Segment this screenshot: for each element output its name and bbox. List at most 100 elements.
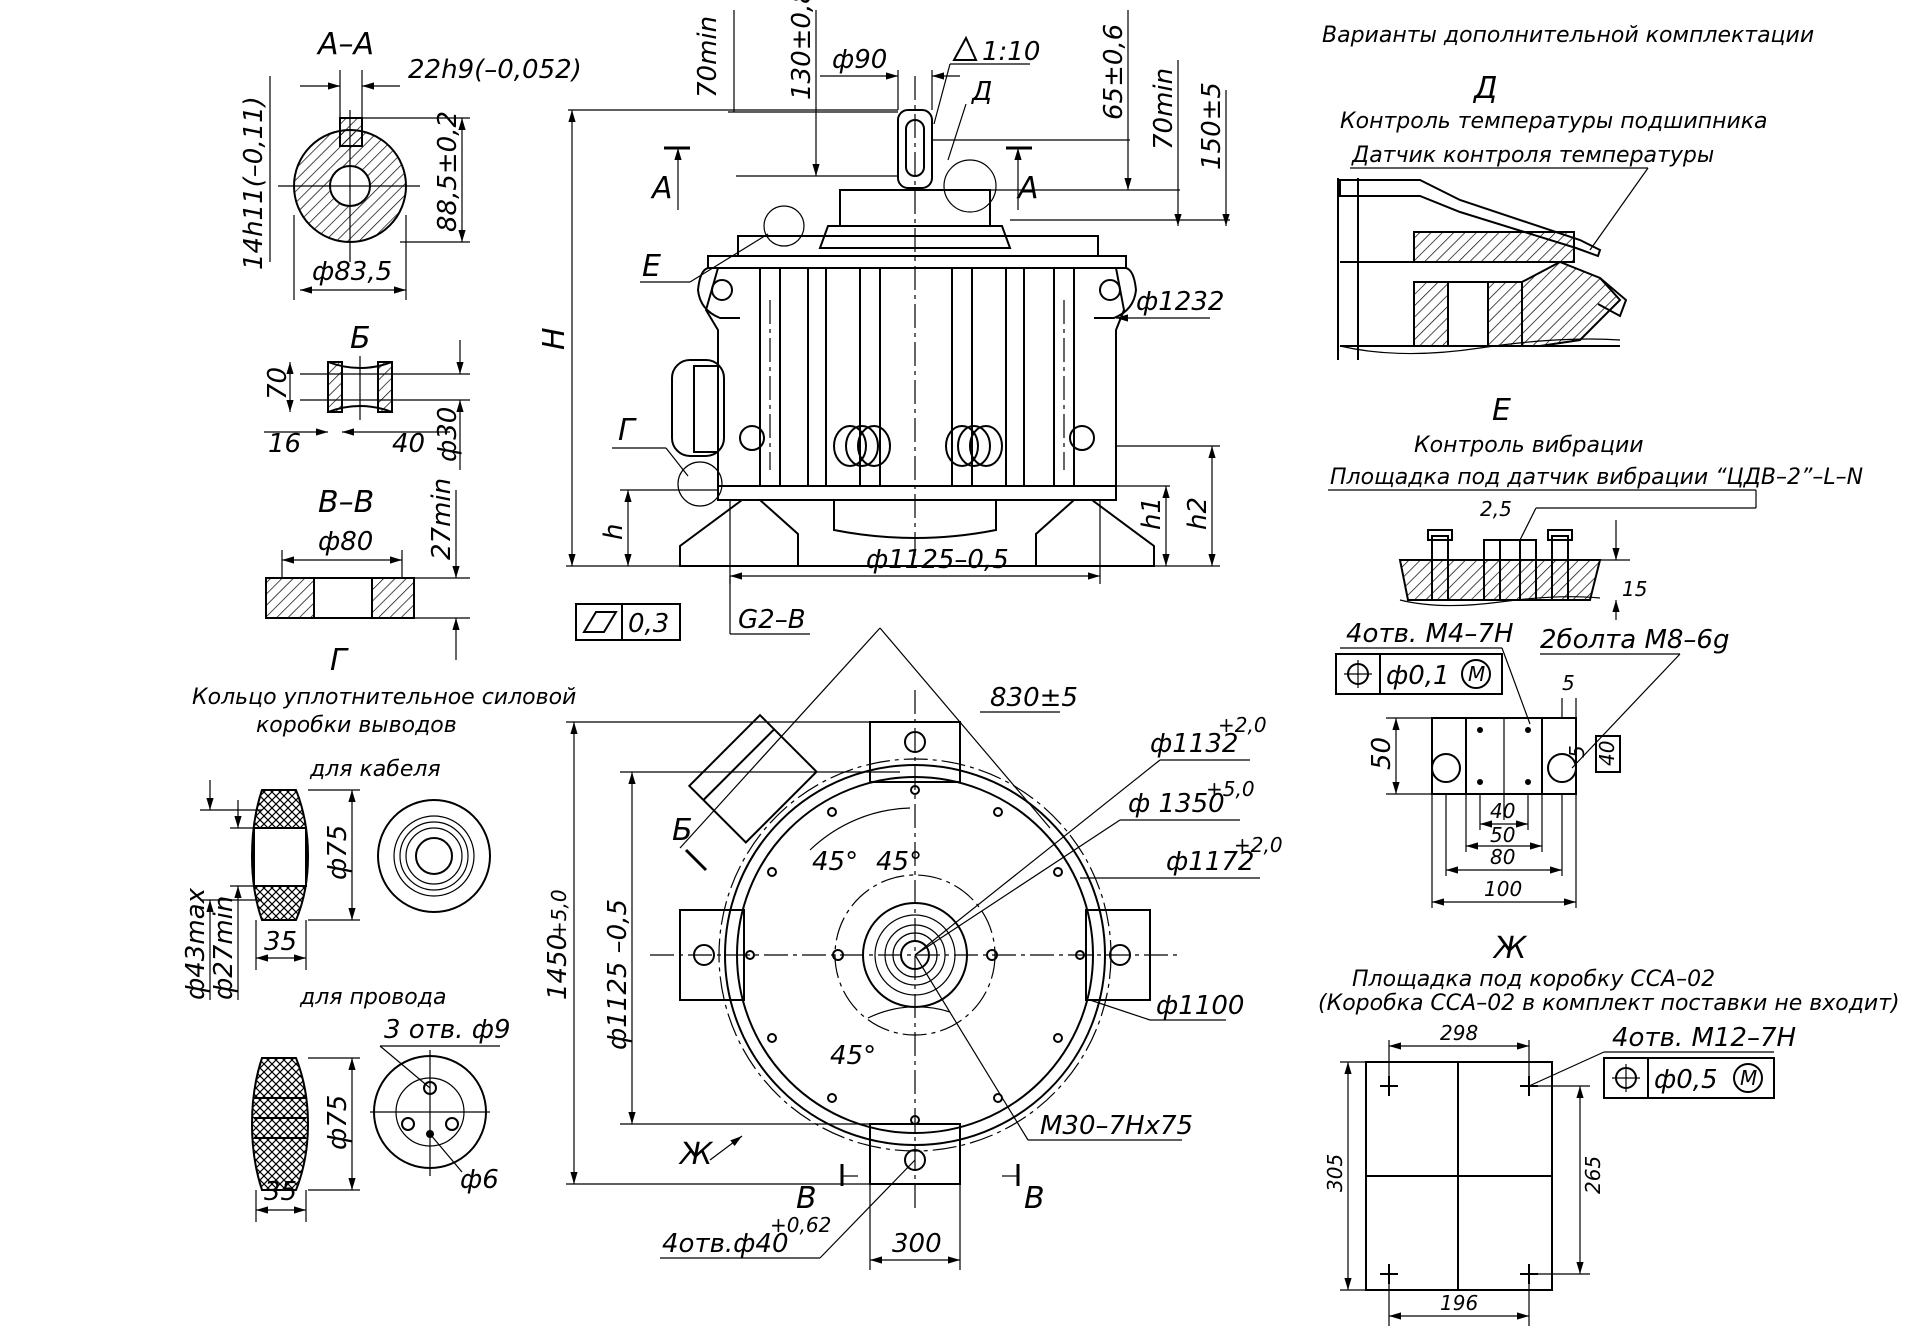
b-dim-70: 70 [263, 367, 293, 400]
holes40-tol: +0,62 [770, 1213, 831, 1237]
terminal-box [671, 359, 725, 457]
tol-05-value: ф0,5 [1654, 1065, 1718, 1095]
bearing-title: Контроль температуры подшипника [1340, 109, 1768, 134]
h2-dim: h2 [1183, 497, 1213, 530]
ring-title-2: коробки выводов [256, 713, 457, 738]
key-depth-dim: 88,5±0,2 [433, 111, 463, 232]
m-symbol-1: M [1468, 662, 1485, 686]
ring-d27: ф27min [209, 896, 239, 1000]
d1350-dim: ф 1350 [1128, 789, 1225, 819]
section-a-left: А [650, 171, 673, 206]
d1172-tol: +2,0 [1234, 833, 1283, 857]
dim-50b: 50 [1490, 823, 1515, 847]
bearing-detail [1337, 178, 1628, 360]
front-view: 70min 130±0,8 ф90 1:10 Д 65±0,6 70min 15… [537, 0, 1230, 641]
dim-196: 196 [1440, 1291, 1478, 1315]
d1125-plan-dim: ф1125 –0,5 [603, 899, 633, 1050]
plan-v-left: В [796, 1181, 817, 1216]
detail-d-title: Д [1472, 71, 1497, 106]
ring-wire-label: для провода [299, 985, 446, 1010]
m30-dim: M30–7Hx75 [1040, 1111, 1193, 1141]
detail-e-title: Е [1492, 393, 1511, 428]
section-a-right: А [1016, 171, 1039, 206]
dim-50-vert: 50 [1367, 737, 1397, 770]
ring-section: Г Кольцо уплотнительное силовой коробки … [181, 643, 576, 1222]
spring-right [945, 425, 1003, 467]
d1450-tol: +5,0 [547, 889, 571, 938]
dim-298: 298 [1440, 1021, 1478, 1045]
ring-cable-label: для кабеля [309, 757, 441, 782]
vibration-pad-label: Площадка под датчик вибрации “ЦДВ–2”–L–N [1330, 465, 1863, 490]
d1100-dim: ф1100 [1156, 991, 1244, 1021]
ring-letter: Г [330, 643, 349, 678]
plan-view: 830±5 ф1132 +2,0 ф 1350 +5,0 ф1172 +2,0 … [543, 627, 1283, 1270]
dim-2-5: 2,5 [1480, 497, 1512, 521]
holes40-dim: 4отв.ф40 [662, 1229, 789, 1259]
ring-w35-wire: 35 [264, 1177, 297, 1207]
section-vv: В–В ф80 27min [265, 478, 470, 660]
dim-100: 100 [1484, 877, 1522, 901]
detail-zh-title: Ж [1492, 931, 1528, 966]
flange-bolts [745, 785, 1085, 1125]
d1132-dim: ф1132 [1150, 729, 1238, 759]
h150-dim: 150±5 [1197, 82, 1227, 170]
d90-dim: ф90 [832, 45, 887, 75]
d830-dim: 830±5 [990, 683, 1078, 713]
vibration-pad-detail [1398, 520, 1630, 620]
d1450-dim: 1450 [543, 934, 573, 1000]
dim-40-box-value: 40 [1595, 741, 1619, 766]
shaft [897, 109, 933, 189]
flatness-dim: 0,3 [628, 609, 669, 639]
taper-dim: 1:10 [982, 37, 1040, 67]
vibration-pad-plan [1431, 717, 1577, 820]
terminal-box-plan [687, 713, 818, 844]
g2b-label: G2–B [738, 605, 806, 635]
w300-dim: 300 [892, 1229, 942, 1259]
holes-m4-label: 4отв. M4–7H [1346, 619, 1514, 649]
d1132-tol: +2,0 [1218, 713, 1267, 737]
angle-3: 45° [830, 1041, 876, 1071]
detail-g-letter: Г [618, 413, 637, 448]
m-symbol-2: M [1740, 1066, 1757, 1090]
options-title: Варианты дополнительной комплектации [1322, 23, 1814, 48]
section-b: Б 70 16 40 ф30 [263, 321, 470, 470]
wire-ring-side [250, 1057, 310, 1191]
spring-left [833, 425, 891, 467]
h-small-dim: h [599, 524, 629, 540]
section-aa: А–А 22h9(–0,052) 14h11(–0,11) 88,5±0,2 ф… [239, 27, 582, 300]
section-aa-title: А–А [316, 27, 374, 62]
vv-dim-80: ф80 [318, 527, 373, 557]
h65-dim: 65±0,6 [1099, 24, 1129, 120]
dim-80: 80 [1490, 845, 1515, 869]
min70-right-dim: 70min [1149, 68, 1179, 150]
plan-b-letter: Б [672, 813, 693, 848]
key-width-dim: 22h9(–0,052) [408, 55, 582, 85]
dim-5b: 5 [1565, 745, 1589, 758]
bolts-m8-label: 2болта M8–6g [1540, 625, 1729, 655]
vibration-title: Контроль вибрации [1414, 433, 1644, 458]
box-title: Площадка под коробку ССА–02 [1352, 967, 1715, 992]
wire-d6-dim: ф6 [460, 1165, 499, 1195]
plan-v-right: В [1024, 1181, 1045, 1216]
flatness-frame [575, 603, 681, 641]
plan-zh-letter: Ж [678, 1137, 714, 1172]
b-dim-30: ф30 [433, 407, 463, 462]
b-dim-40: 40 [392, 429, 425, 459]
shaft-diameter-dim: ф83,5 [312, 257, 392, 287]
d1232-dim: ф1232 [1136, 287, 1224, 317]
dim-15: 15 [1622, 577, 1647, 601]
ring-title-1: Кольцо уплотнительное силовой [192, 685, 576, 710]
detail-d-letter: Д [971, 77, 992, 107]
dim-5a: 5 [1562, 671, 1575, 695]
holes-m12-label: 4отв. M12–7H [1612, 1023, 1796, 1053]
dim-40-box [1595, 735, 1621, 773]
wire-holes-dim: 3 отв. ф9 [384, 1015, 510, 1045]
vv-dim-27: 27min [427, 478, 457, 560]
ring-d43: ф43max [181, 887, 211, 1000]
ring-d75-wire: ф75 [323, 1095, 353, 1150]
dim-305: 305 [1323, 1154, 1347, 1192]
d1172-dim: ф1172 [1166, 847, 1254, 877]
motor-ribs [759, 268, 1075, 486]
dim-265: 265 [1581, 1156, 1605, 1194]
